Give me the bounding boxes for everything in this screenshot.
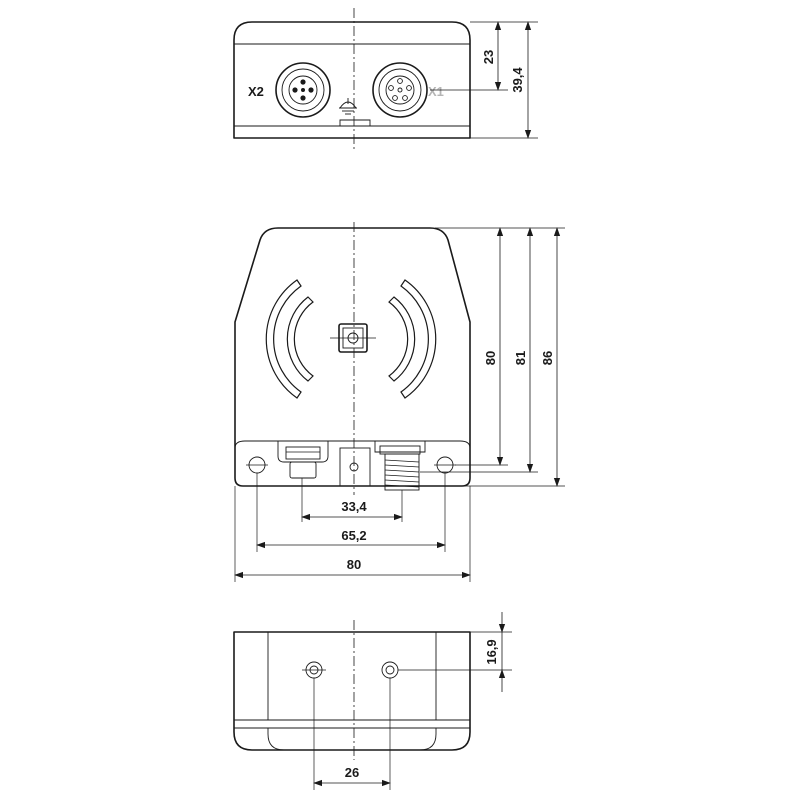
- front-dim-80-width: 80: [347, 557, 361, 572]
- connector-x1: [372, 62, 428, 118]
- bottom-view-housing: [233, 631, 471, 751]
- bottom-view-dimensions: 26 16,9: [313, 612, 512, 790]
- bottom-dim-26: 26: [345, 765, 359, 780]
- ground-symbol-icon: [339, 98, 357, 115]
- center-mark-icon: [330, 323, 376, 353]
- top-dim-39-4: 39,4: [510, 67, 525, 93]
- bottom-hole-right: [381, 661, 399, 679]
- rfid-wave-left-icon: [265, 279, 314, 399]
- front-view: 33,4 65,2 80 80 81 86: [234, 222, 565, 582]
- front-dim-81-height: 81: [513, 351, 528, 365]
- mounting-hole-right: [434, 456, 456, 474]
- front-dim-65-2: 65,2: [341, 528, 366, 543]
- top-dim-23: 23: [481, 50, 496, 64]
- rfid-wave-right-icon: [388, 279, 437, 399]
- front-dim-33-4: 33,4: [341, 499, 367, 514]
- front-dim-80-height: 80: [483, 351, 498, 365]
- bottom-dim-16-9: 16,9: [484, 639, 499, 664]
- bottom-view: 26 16,9: [233, 612, 512, 790]
- front-view-dimensions: 33,4 65,2 80 80 81 86: [234, 227, 565, 582]
- bottom-hole-left: [302, 661, 326, 679]
- top-view: X2 X1 23: [233, 8, 538, 150]
- mounting-hole-left: [246, 456, 268, 474]
- front-dim-86-height: 86: [540, 351, 555, 365]
- front-connector-right: [374, 441, 426, 491]
- top-view-housing: [233, 21, 471, 139]
- connector-x2: [275, 62, 331, 118]
- top-view-dimensions: 23 39,4: [430, 21, 538, 139]
- front-view-housing: [234, 227, 471, 487]
- front-connector-left: [277, 441, 329, 479]
- connector-x1-label: X1: [428, 84, 444, 99]
- connector-x2-label: X2: [248, 84, 264, 99]
